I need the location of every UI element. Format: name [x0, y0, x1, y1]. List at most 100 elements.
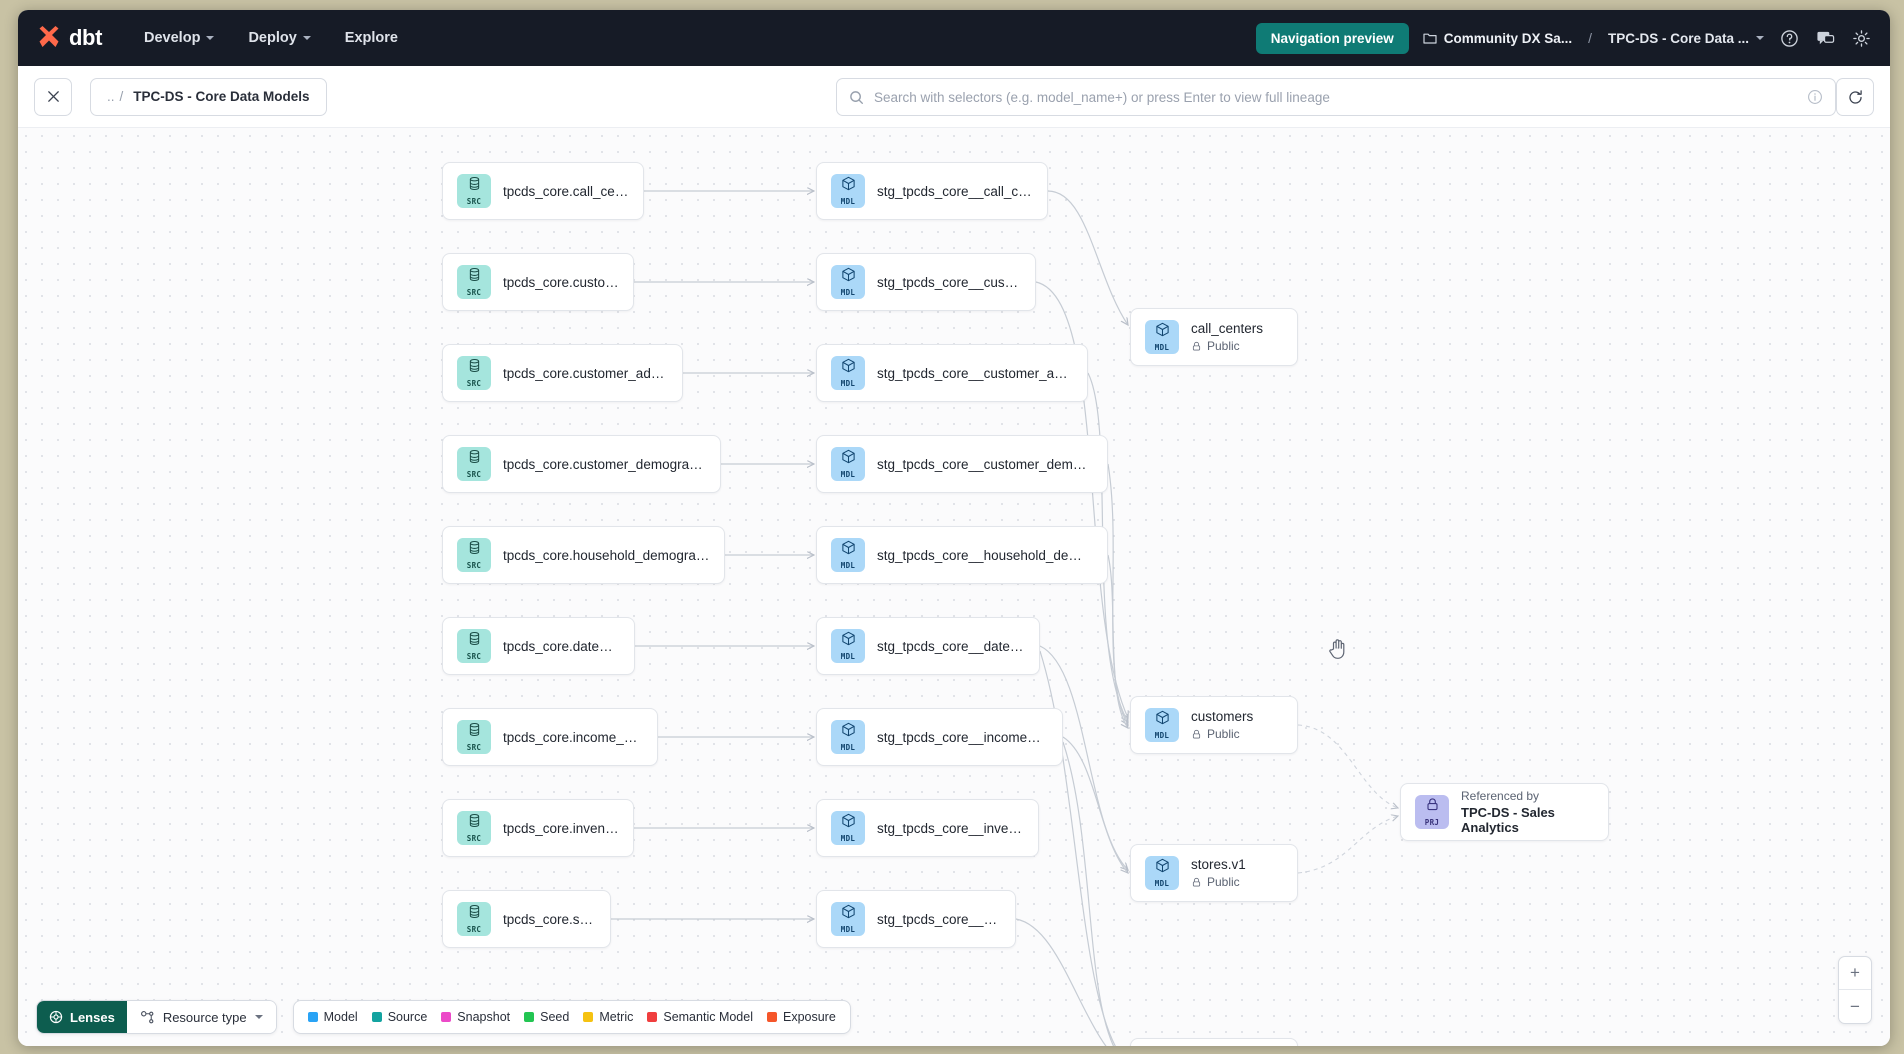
zoom-in-button[interactable]: +: [1839, 957, 1871, 990]
feedback-chat-icon[interactable]: [1814, 27, 1836, 49]
node-title: stg_tpcds_core__customer: [877, 274, 1021, 290]
breadcrumb-project[interactable]: TPC-DS - Core Data ...: [1608, 31, 1764, 46]
nav-item-deploy[interactable]: Deploy: [248, 30, 311, 46]
resource-type-dropdown[interactable]: Resource type: [126, 1001, 276, 1033]
breadcrumb-pill-sep: /: [119, 89, 124, 104]
lenses-label: Lenses: [70, 1009, 115, 1025]
cube-icon: [841, 813, 856, 833]
node-access: Public: [1191, 339, 1263, 353]
graph-node-src-customer[interactable]: SRC tpcds_core.customer: [442, 253, 634, 311]
node-badge-label: SRC: [466, 288, 482, 297]
node-title: stg_tpcds_core__inventory: [877, 820, 1024, 836]
node-body: tpcds_core.customer_address: [503, 366, 668, 381]
node-badge-label: MDL: [840, 925, 856, 934]
node-title: tpcds_core.date_dim: [503, 638, 620, 654]
database-icon: [467, 904, 482, 924]
top-navbar: dbt Develop Deploy Explore Navigation pr…: [18, 10, 1890, 66]
node-title: customers: [1191, 709, 1254, 724]
node-badge-label: MDL: [840, 743, 856, 752]
legend-item-exposure[interactable]: Exposure: [766, 1010, 836, 1024]
zoom-out-button[interactable]: −: [1850, 996, 1860, 1016]
dbt-logo[interactable]: dbt: [36, 25, 102, 51]
node-badge-src: SRC: [457, 902, 491, 936]
dbt-logo-icon: [36, 25, 62, 51]
node-title: stg_tpcds_core__income_band: [877, 729, 1048, 745]
nav-item-develop[interactable]: Develop: [144, 30, 215, 46]
node-title: tpcds_core.customer_address: [503, 365, 668, 381]
cube-icon: [841, 631, 856, 651]
refresh-button[interactable]: [1836, 78, 1874, 116]
node-body: tpcds_core.date_dim: [503, 639, 620, 654]
node-title: stg_tpcds_core__call_center: [877, 183, 1033, 199]
node-access-label: Public: [1207, 339, 1240, 353]
cube-icon: [1155, 710, 1170, 730]
close-button[interactable]: [34, 77, 72, 116]
node-body: stg_tpcds_core__customer: [877, 275, 1021, 290]
gear-icon[interactable]: [1850, 27, 1872, 49]
node-title: tpcds_core.customer: [503, 274, 619, 290]
graph-node-src-inventory[interactable]: SRC tpcds_core.inventory: [442, 799, 634, 857]
info-circle-icon[interactable]: [1807, 89, 1823, 105]
legend-label: Exposure: [782, 1010, 836, 1024]
nav-item-explore[interactable]: Explore: [345, 30, 398, 46]
help-icon[interactable]: [1778, 27, 1800, 49]
node-body: stg_tpcds_core__customer_address: [877, 366, 1073, 381]
search-box[interactable]: [836, 78, 1836, 116]
lenses-button[interactable]: Lenses: [37, 1001, 127, 1033]
breadcrumb-account[interactable]: Community DX Sa...: [1423, 31, 1572, 46]
lineage-toolbar: .. / TPC-DS - Core Data Models: [18, 66, 1890, 128]
legend-label: Model: [323, 1010, 358, 1024]
navigation-preview-button[interactable]: Navigation preview: [1255, 22, 1409, 54]
app-window: dbt Develop Deploy Explore Navigation pr…: [18, 10, 1890, 1046]
legend-item-model[interactable]: Model: [307, 1010, 358, 1024]
legend-swatch: [307, 1012, 318, 1022]
legend-label: Semantic Model: [663, 1010, 753, 1024]
node-title: tpcds_core.inventory: [503, 820, 619, 836]
legend-item-snapshot[interactable]: Snapshot: [441, 1010, 510, 1024]
search-input[interactable]: [874, 89, 1807, 105]
node-body: tpcds_core.customer: [503, 275, 619, 290]
legend-label: Snapshot: [457, 1010, 511, 1024]
node-badge-label: SRC: [466, 834, 482, 843]
lock-icon: [1192, 877, 1201, 887]
breadcrumb-pill[interactable]: .. / TPC-DS - Core Data Models: [90, 77, 327, 116]
legend-label: Seed: [540, 1010, 570, 1024]
legend-item-semantic-model[interactable]: Semantic Model: [647, 1010, 753, 1024]
legend-item-source[interactable]: Source: [371, 1010, 427, 1024]
breadcrumb-project-label: TPC-DS - Core Data ...: [1607, 30, 1749, 46]
legend-swatch: [647, 1012, 658, 1022]
cube-icon: [841, 722, 856, 742]
database-icon: [467, 176, 482, 196]
legend-item-seed[interactable]: Seed: [524, 1010, 569, 1024]
legend-item-metric[interactable]: Metric: [583, 1010, 633, 1024]
chevron-down-icon: [302, 36, 311, 40]
node-title: tpcds_core.household_demographics: [503, 547, 710, 563]
node-body: tpcds_core.income_band: [503, 730, 643, 745]
graph-node-mdl-stg-income-band[interactable]: MDL stg_tpcds_core__income_band: [816, 708, 1063, 766]
breadcrumb-separator: /: [1588, 30, 1592, 46]
search-icon: [850, 90, 864, 104]
